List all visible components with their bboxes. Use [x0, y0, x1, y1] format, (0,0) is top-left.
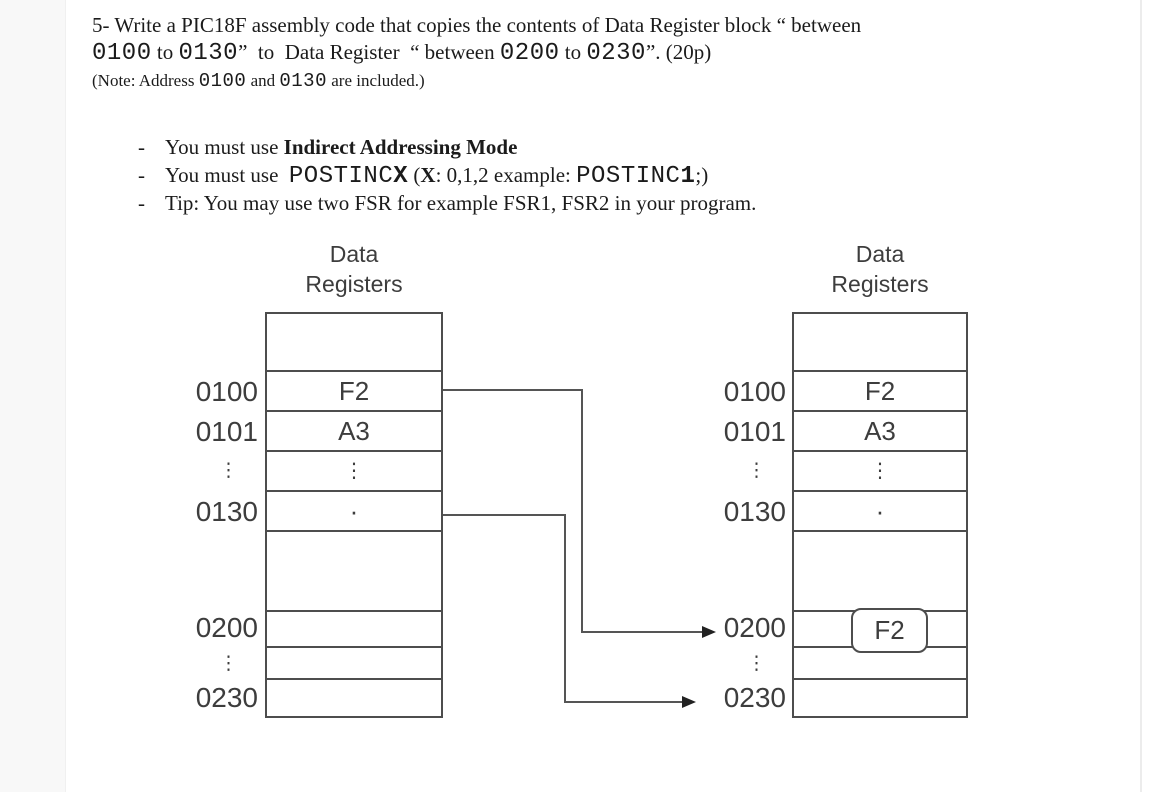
cell-value-0100: F2 — [338, 375, 370, 406]
req2-paren: ( — [408, 163, 421, 187]
memory-row-0100: F2 — [794, 372, 966, 412]
dest-address-label-0200: 0200 — [723, 612, 786, 643]
memory-row-ellipsis: ⋮ — [794, 452, 966, 492]
text-to: to — [151, 40, 179, 64]
req2-text1: You must use — [165, 163, 289, 187]
address-0200: 0200 — [499, 40, 560, 67]
address-0230: 0230 — [586, 40, 646, 67]
source-address-label-0100: 0100 — [195, 376, 258, 407]
req2-postinc-x: X — [393, 163, 409, 190]
address-0130: 0130 — [178, 40, 239, 67]
source-address-label-0130: 0130 — [195, 496, 258, 527]
bullet-dash: - — [138, 163, 145, 187]
requirement-postincx: -You must use POSTINCX (X: 0,1,2 example… — [138, 161, 1038, 189]
question-line-1: 5- Write a PIC18F assembly code that cop… — [92, 13, 862, 37]
memory-row-ellipsis-2 — [267, 648, 441, 680]
source-title-line2: Registers — [305, 271, 403, 297]
req3-text: Tip: You may use two FSR for example FSR… — [165, 191, 757, 215]
cell-value-0101: A3 — [864, 415, 896, 446]
req2-postinc1-num: 1 — [680, 163, 696, 190]
note-pre: (Note: Address — [92, 71, 199, 90]
dest-table-title: Data Registers — [800, 239, 960, 299]
text-to-2: to — [559, 40, 587, 64]
memory-row-0230 — [267, 680, 441, 714]
source-data-registers-table: F2 A3 ⋮ · — [265, 312, 443, 718]
cell-value-0101: A3 — [338, 415, 370, 446]
req1-bold: Indirect Addressing Mode — [283, 135, 518, 159]
req2-postinc: POSTINC — [288, 163, 394, 190]
note-address-0130: 0130 — [279, 70, 327, 92]
note-post: are included.) — [326, 71, 425, 90]
question-note: (Note: Address 0100 and 0130 are include… — [92, 69, 1092, 93]
source-address-label-0230: 0230 — [195, 682, 258, 713]
memory-row-0101: A3 — [267, 412, 441, 452]
req1-text: You must use — [165, 135, 284, 159]
requirement-indirect-addressing: -You must use Indirect Addressing Mode — [138, 133, 1038, 161]
requirement-tip-fsr: -Tip: You may use two FSR for example FS… — [138, 189, 1038, 217]
cell-value-0100: F2 — [864, 375, 896, 406]
memory-row-0100: F2 — [267, 372, 441, 412]
memory-row-ellipsis-2 — [794, 648, 966, 680]
source-address-label-0200: 0200 — [195, 612, 258, 643]
source-address-ellipsis-1: ⋮ — [219, 460, 238, 481]
dest-address-label-0100: 0100 — [723, 376, 786, 407]
req2-bold-x: X — [420, 163, 436, 187]
bullet-dash: - — [138, 135, 145, 159]
page-right-edge-line — [1140, 0, 1142, 792]
arrow-0100-to-0200 — [443, 389, 716, 638]
cell-dot-0130: · — [349, 496, 359, 526]
req2-close: ;) — [695, 163, 709, 187]
memory-row-empty-top — [794, 314, 966, 372]
copied-value-callout: F2 — [851, 608, 928, 653]
cell-ellipsis: ⋮ — [870, 460, 890, 482]
address-0100: 0100 — [92, 40, 152, 67]
dest-title-line1: Data — [855, 241, 905, 267]
dest-address-ellipsis-2: ⋮ — [747, 653, 766, 674]
callout-value-f2: F2 — [874, 615, 905, 645]
memory-row-empty-gap — [267, 532, 441, 612]
page-left-margin-strip — [0, 0, 66, 792]
note-mid: and — [246, 71, 280, 90]
memory-row-0230 — [794, 680, 966, 714]
question-block: 5- Write a PIC18F assembly code that cop… — [92, 12, 1092, 93]
text-mid: ” to Data Register “ between — [238, 40, 500, 64]
source-title-line1: Data — [329, 241, 379, 267]
memory-row-0101: A3 — [794, 412, 966, 452]
dest-address-label-0130: 0130 — [723, 496, 786, 527]
dest-data-registers-table: F2 A3 ⋮ · — [792, 312, 968, 718]
req2-example-text: : 0,1,2 example: — [435, 163, 577, 187]
memory-row-0130: · — [267, 492, 441, 532]
question-line-2: 0100 to 0130” to Data Register “ between… — [92, 39, 1092, 66]
dest-title-line2: Registers — [831, 271, 929, 297]
dest-address-label-0230: 0230 — [723, 682, 786, 713]
memory-row-0200 — [267, 612, 441, 648]
cell-dot-0130: · — [875, 496, 885, 526]
dest-address-ellipsis-1: ⋮ — [747, 460, 766, 481]
dest-address-label-0101: 0101 — [723, 416, 786, 447]
memory-row-ellipsis: ⋮ — [267, 452, 441, 492]
req2-postinc1: POSTINC — [576, 163, 681, 190]
note-address-0100: 0100 — [198, 70, 247, 92]
memory-row-empty-gap — [794, 532, 966, 612]
bullet-dash: - — [138, 191, 145, 215]
cell-ellipsis: ⋮ — [344, 460, 364, 482]
requirements-list: -You must use Indirect Addressing Mode -… — [138, 133, 1038, 217]
memory-row-0130: · — [794, 492, 966, 532]
source-address-label-0101: 0101 — [195, 416, 258, 447]
arrow-0130-to-0230 — [443, 514, 696, 708]
memory-row-empty-top — [267, 314, 441, 372]
source-address-ellipsis-2: ⋮ — [219, 653, 238, 674]
text-points: ”. (20p) — [645, 40, 712, 64]
source-table-title: Data Registers — [274, 239, 434, 299]
